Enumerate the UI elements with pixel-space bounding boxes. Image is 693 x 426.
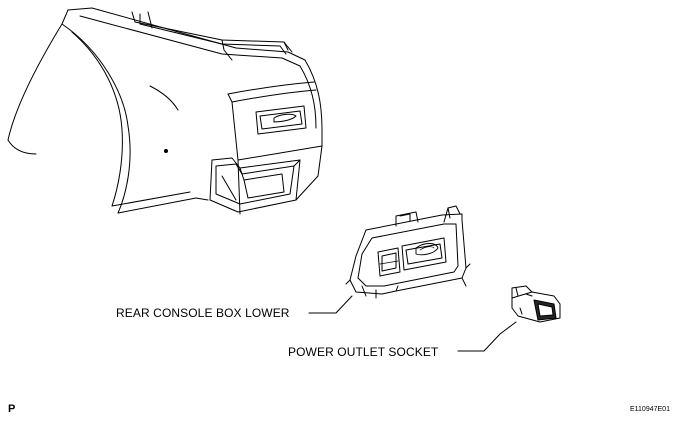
power-outlet-socket-part xyxy=(511,285,561,323)
view-code-label: P xyxy=(8,403,16,415)
rear-console-box-lower-part xyxy=(345,205,471,299)
rear-console-box-body xyxy=(7,7,323,215)
rear-console-box-lower-label: REAR CONSOLE BOX LOWER xyxy=(116,306,290,320)
leader-line-console-box-lower xyxy=(308,295,353,314)
figure-id-label: E110947E01 xyxy=(630,406,670,413)
leader-line-power-outlet-socket xyxy=(457,321,517,352)
power-outlet-socket-label: POWER OUTLET SOCKET xyxy=(288,345,439,359)
